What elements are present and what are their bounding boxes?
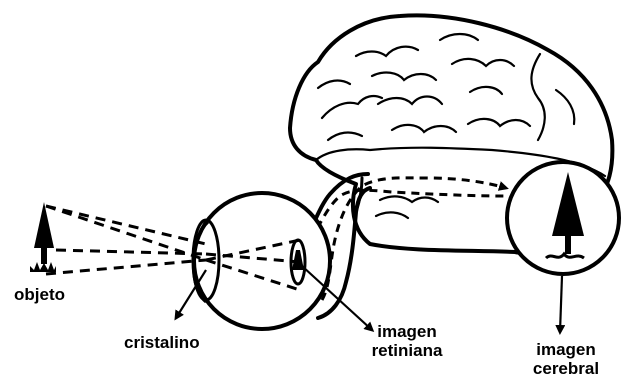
object-label: objeto bbox=[14, 285, 65, 304]
cerebral-image-label-line2: cerebral bbox=[526, 359, 606, 378]
cerebral-image-circle bbox=[507, 162, 619, 274]
object-tree bbox=[30, 202, 56, 272]
cerebral-image-label-line1: imagen bbox=[526, 340, 606, 359]
retinal-image-label: imagen retiniana bbox=[366, 322, 448, 360]
tree-trunk bbox=[565, 236, 571, 254]
retinal-image-label-line2: retiniana bbox=[366, 341, 448, 360]
lens-label: cristalino bbox=[124, 333, 200, 352]
eyeball bbox=[194, 193, 330, 329]
retinal-image-label-line1: imagen bbox=[366, 322, 448, 341]
cerebral-image-label: imagen cerebral bbox=[526, 340, 606, 378]
